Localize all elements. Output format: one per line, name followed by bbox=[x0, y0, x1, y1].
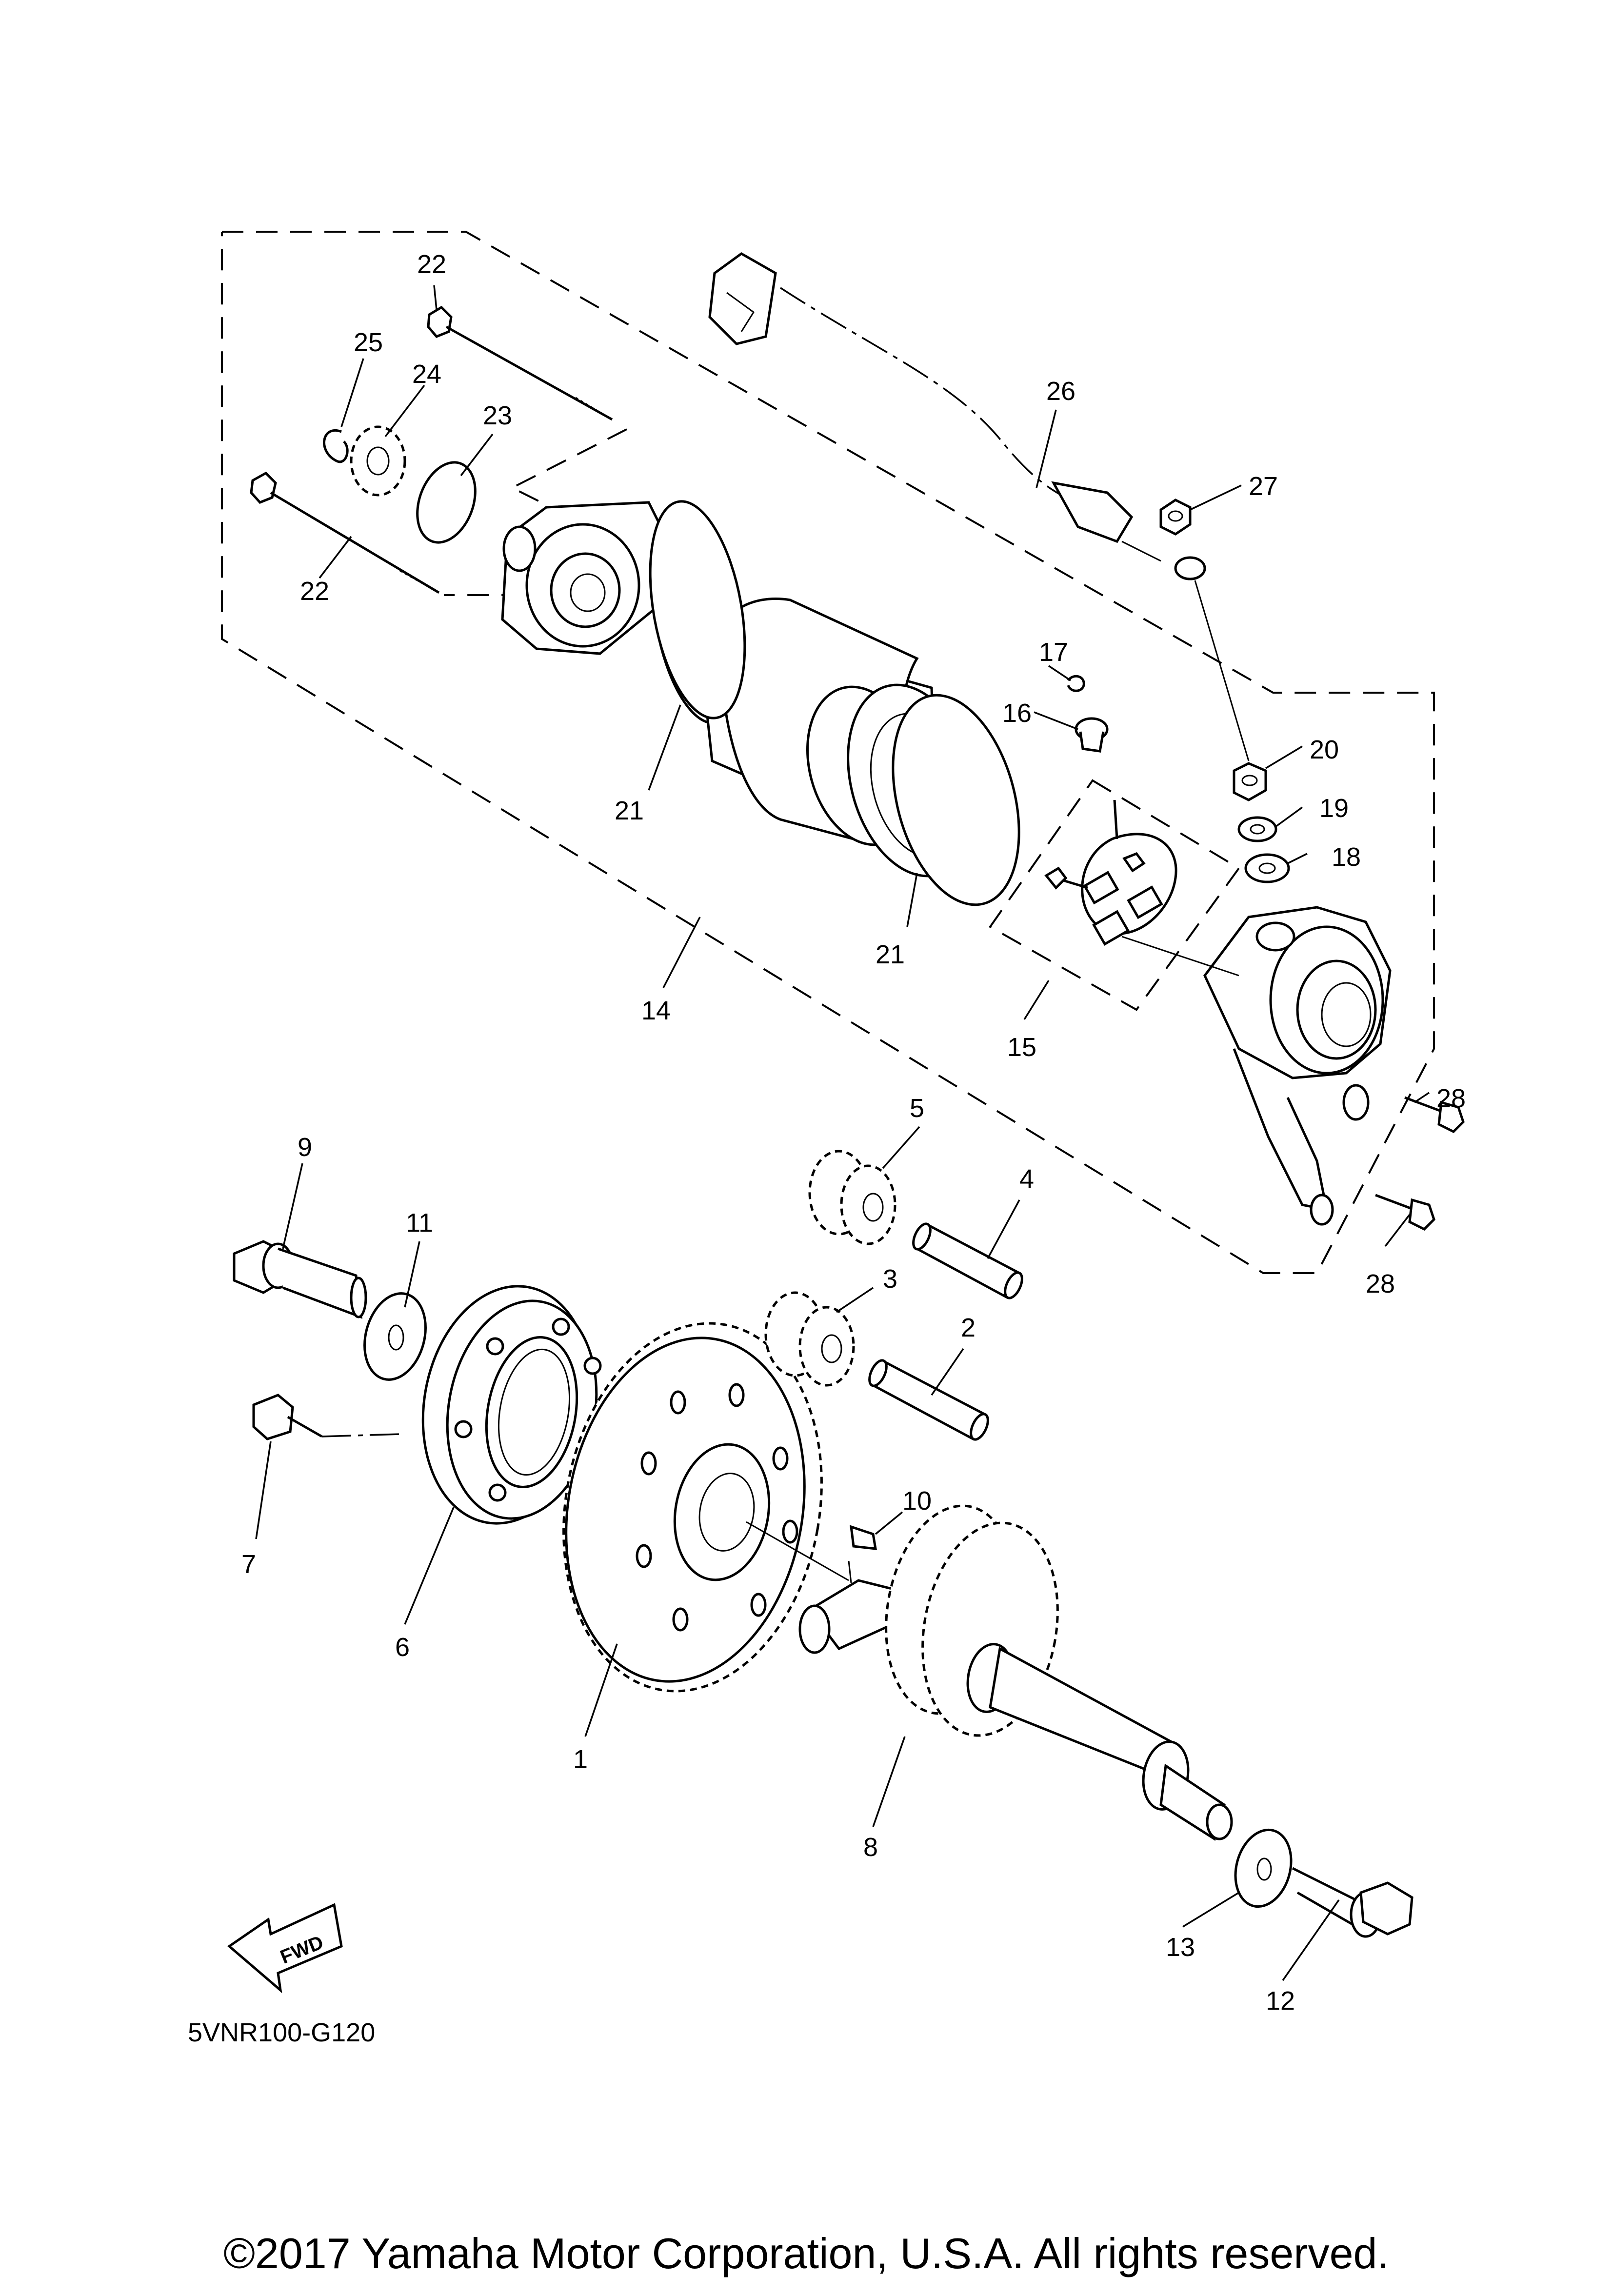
nut-27 bbox=[1159, 499, 1192, 536]
callout-13: 13 bbox=[1166, 1933, 1195, 1962]
callout-18: 18 bbox=[1332, 842, 1361, 872]
terminal-guide-line bbox=[1194, 580, 1250, 761]
circlip-25 bbox=[323, 429, 349, 463]
washer-18 bbox=[1244, 853, 1290, 883]
callout-15: 15 bbox=[1007, 1033, 1036, 1062]
callout-14: 14 bbox=[641, 996, 671, 1025]
callout-11: 11 bbox=[406, 1208, 433, 1238]
drive-gear-shaft-8 bbox=[798, 1504, 1233, 1841]
callout-5: 5 bbox=[910, 1094, 924, 1123]
callout-4: 4 bbox=[1019, 1164, 1034, 1194]
bolt-9 bbox=[233, 1240, 367, 1319]
one-way-clutch-6 bbox=[421, 1285, 609, 1525]
copyright-notice: ©2017 Yamaha Motor Corporation, U.S.A. A… bbox=[223, 2229, 1389, 2277]
screw-28-lower bbox=[1375, 1194, 1435, 1231]
starter-wheel-gear-1 bbox=[562, 1322, 849, 1693]
long-bolt-22-top bbox=[427, 305, 613, 421]
fwd-arrow-icon: FWD bbox=[227, 1903, 343, 1994]
shaft-2 bbox=[868, 1359, 989, 1441]
shaft-4 bbox=[912, 1222, 1023, 1299]
callout-24: 24 bbox=[412, 359, 441, 389]
callout-28-upper: 28 bbox=[1436, 1084, 1466, 1113]
key-guide-line bbox=[848, 1560, 852, 1583]
idler-gear-5 bbox=[808, 1150, 896, 1245]
screw-7 bbox=[252, 1394, 400, 1440]
seal-ring-21-rear bbox=[892, 694, 1020, 906]
callout-16: 16 bbox=[1002, 699, 1032, 728]
washer-19 bbox=[1237, 816, 1277, 842]
callout-17: 17 bbox=[1039, 638, 1068, 667]
brush-holder-boundary bbox=[989, 779, 1240, 1011]
starter-assembly-boundary bbox=[221, 231, 1435, 1274]
callout-21-right: 21 bbox=[876, 940, 905, 969]
starter-end-housing bbox=[1121, 906, 1392, 1226]
callout-19: 19 bbox=[1319, 794, 1349, 823]
callout-22-bottom: 22 bbox=[300, 577, 329, 606]
callout-7: 7 bbox=[241, 1550, 256, 1579]
callout-10: 10 bbox=[902, 1486, 932, 1516]
starter-front-cover bbox=[501, 501, 665, 655]
callout-6: 6 bbox=[395, 1633, 410, 1662]
idler-gear-3 bbox=[764, 1291, 855, 1387]
callout-9: 9 bbox=[298, 1133, 312, 1162]
washer-13 bbox=[1234, 1828, 1293, 1908]
nut-20 bbox=[1233, 762, 1267, 801]
callout-27: 27 bbox=[1249, 472, 1278, 501]
o-ring-23 bbox=[416, 461, 477, 544]
seal-ring-21-front bbox=[649, 500, 746, 719]
callout-26: 26 bbox=[1046, 377, 1075, 406]
callout-21-left: 21 bbox=[615, 796, 644, 825]
screw-28-upper bbox=[1404, 1096, 1465, 1134]
callout-2: 2 bbox=[961, 1313, 976, 1342]
washer-11 bbox=[363, 1292, 427, 1381]
callout-28-lower: 28 bbox=[1366, 1269, 1395, 1298]
o-ring-17 bbox=[1067, 675, 1085, 692]
bolt-12 bbox=[1292, 1867, 1414, 1938]
callout-23: 23 bbox=[483, 401, 512, 430]
brush-holder bbox=[1044, 799, 1177, 946]
callout-1: 1 bbox=[573, 1745, 588, 1774]
callout-20: 20 bbox=[1310, 735, 1339, 764]
callout-25: 25 bbox=[354, 328, 383, 357]
callout-3: 3 bbox=[883, 1264, 897, 1294]
gear-24 bbox=[350, 425, 406, 497]
callout-22-top: 22 bbox=[417, 250, 446, 279]
diagram-code: 5VNR100-G120 bbox=[188, 2018, 375, 2047]
starter-cable bbox=[708, 252, 1206, 580]
woodruff-key-10 bbox=[850, 1525, 877, 1550]
callout-12: 12 bbox=[1266, 1986, 1295, 2016]
callout-8: 8 bbox=[863, 1833, 878, 1862]
leader-lines bbox=[255, 285, 1430, 1981]
collar-16 bbox=[1075, 717, 1109, 753]
long-bolt-22-bottom bbox=[250, 471, 440, 594]
